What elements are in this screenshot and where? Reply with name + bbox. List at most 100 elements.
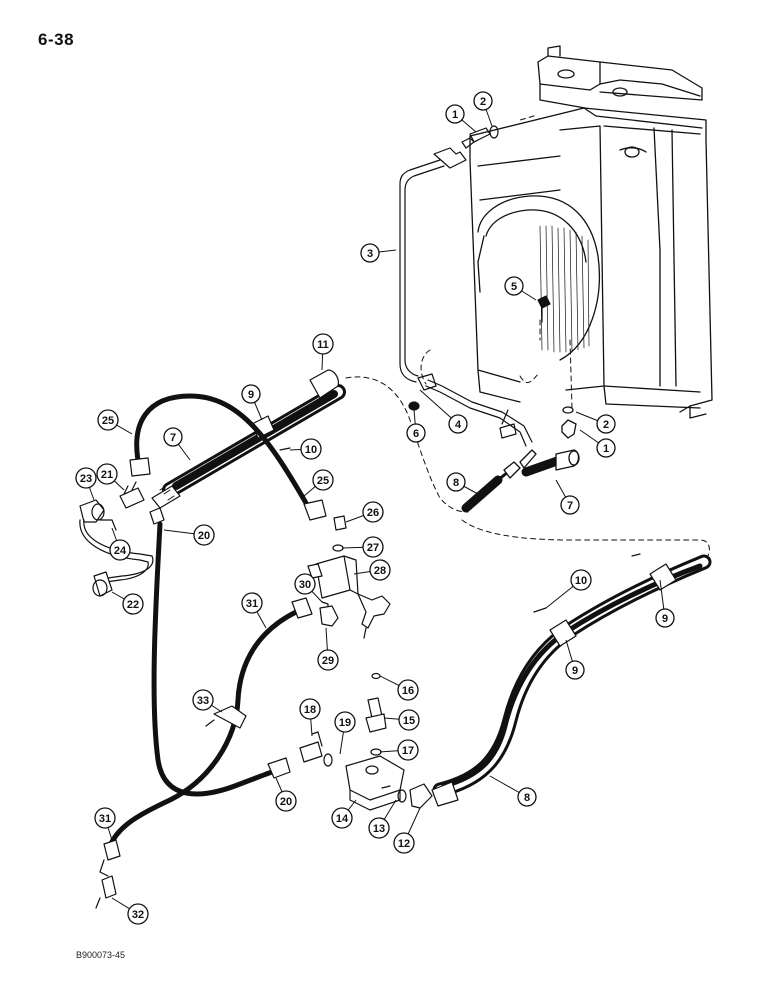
callout-number: 26 xyxy=(367,507,379,519)
callout-number: 30 xyxy=(299,579,311,591)
callout-1: 1 xyxy=(445,104,465,124)
callout-number: 1 xyxy=(603,443,609,455)
callout-circle xyxy=(300,438,322,460)
long-right-hose xyxy=(431,553,712,807)
callout-circle xyxy=(294,573,316,595)
callout-7: 7 xyxy=(560,495,580,515)
callout-29: 29 xyxy=(317,649,339,671)
callout-number: 14 xyxy=(336,813,349,825)
callout-circle xyxy=(655,608,675,628)
bottom-left-fittings xyxy=(95,839,121,909)
callout-18: 18 xyxy=(299,698,321,720)
callout-number: 17 xyxy=(402,745,414,757)
callout-number: 21 xyxy=(101,469,113,481)
callout-circle xyxy=(360,243,380,263)
callout-number: 2 xyxy=(480,96,486,108)
callout-circle xyxy=(312,333,334,355)
callout-circle xyxy=(192,689,214,711)
callout-circle xyxy=(193,524,215,546)
callout-5: 5 xyxy=(504,276,524,296)
callout-number: 7 xyxy=(170,432,176,444)
callout-circle xyxy=(517,787,537,807)
callout-circle xyxy=(446,472,466,492)
reference-dash-lines xyxy=(345,115,710,561)
callout-circle xyxy=(362,536,384,558)
callout-circle xyxy=(109,539,131,561)
page-number: 6-38 xyxy=(38,30,75,49)
callout-circle xyxy=(163,427,183,447)
callout-number: 4 xyxy=(455,419,462,431)
callout-circle xyxy=(241,592,263,614)
callout-circle xyxy=(473,91,493,111)
callout-circle xyxy=(596,414,616,434)
radiator-assembly xyxy=(469,45,713,419)
callout-number: 25 xyxy=(102,415,114,427)
callout-number: 27 xyxy=(367,542,379,554)
callout-21: 21 xyxy=(96,463,118,485)
callout-circle xyxy=(275,790,297,812)
callout-13: 13 xyxy=(368,817,390,839)
callout-27: 27 xyxy=(362,536,384,558)
callout-number: 18 xyxy=(304,704,316,716)
callout-circle xyxy=(127,903,149,925)
callout-number: 8 xyxy=(524,792,530,804)
callout-20: 20 xyxy=(275,790,297,812)
callout-circle xyxy=(241,384,261,404)
cooler-tube xyxy=(399,147,533,447)
callout-number: 9 xyxy=(572,665,578,677)
callout-circle xyxy=(369,559,391,581)
callout-number: 19 xyxy=(339,717,351,729)
callout-circle xyxy=(96,463,118,485)
callout-15: 15 xyxy=(398,709,420,731)
callout-25: 25 xyxy=(312,469,334,491)
callout-circle xyxy=(397,679,419,701)
callout-number: 32 xyxy=(132,909,144,921)
callout-7: 7 xyxy=(163,427,183,447)
callout-14: 14 xyxy=(331,807,353,829)
short-hose-assembly xyxy=(461,406,580,513)
arching-hose xyxy=(129,393,327,521)
callout-28: 28 xyxy=(369,559,391,581)
callout-number: 8 xyxy=(453,477,459,489)
callout-number: 13 xyxy=(373,823,385,835)
callout-16: 16 xyxy=(397,679,419,701)
callout-number: 2 xyxy=(603,419,609,431)
small-fittings-cooler xyxy=(408,295,551,439)
callout-9: 9 xyxy=(655,608,675,628)
callout-number: 22 xyxy=(127,599,139,611)
callout-number: 9 xyxy=(248,389,254,401)
callout-circle xyxy=(94,807,116,829)
callout-circle xyxy=(397,739,419,761)
callout-circle xyxy=(596,438,616,458)
callout-circle xyxy=(393,832,415,854)
long-loop-hose xyxy=(151,521,291,797)
callout-circle xyxy=(565,660,585,680)
callout-number: 31 xyxy=(246,598,258,610)
callout-circle xyxy=(445,104,465,124)
callout-number: 29 xyxy=(322,655,334,667)
priority-valve xyxy=(299,672,433,811)
callout-17: 17 xyxy=(397,739,419,761)
callout-number: 9 xyxy=(662,613,668,625)
callout-number: 33 xyxy=(197,695,209,707)
callout-3: 3 xyxy=(360,243,380,263)
callout-circle xyxy=(448,414,468,434)
callout-20: 20 xyxy=(193,524,215,546)
callout-33: 33 xyxy=(192,689,214,711)
cooler-fitting-top xyxy=(461,125,499,149)
callout-24: 24 xyxy=(109,539,131,561)
callout-circle xyxy=(331,807,353,829)
callout-circle xyxy=(570,569,592,591)
callout-number: 25 xyxy=(317,475,329,487)
callout-8: 8 xyxy=(517,787,537,807)
valve-block xyxy=(307,515,391,639)
callout-1: 1 xyxy=(596,438,616,458)
callout-23: 23 xyxy=(75,467,97,489)
callout-number: 23 xyxy=(80,473,92,485)
callout-number: 7 xyxy=(567,500,573,512)
callout-26: 26 xyxy=(362,501,384,523)
callout-19: 19 xyxy=(334,711,356,733)
